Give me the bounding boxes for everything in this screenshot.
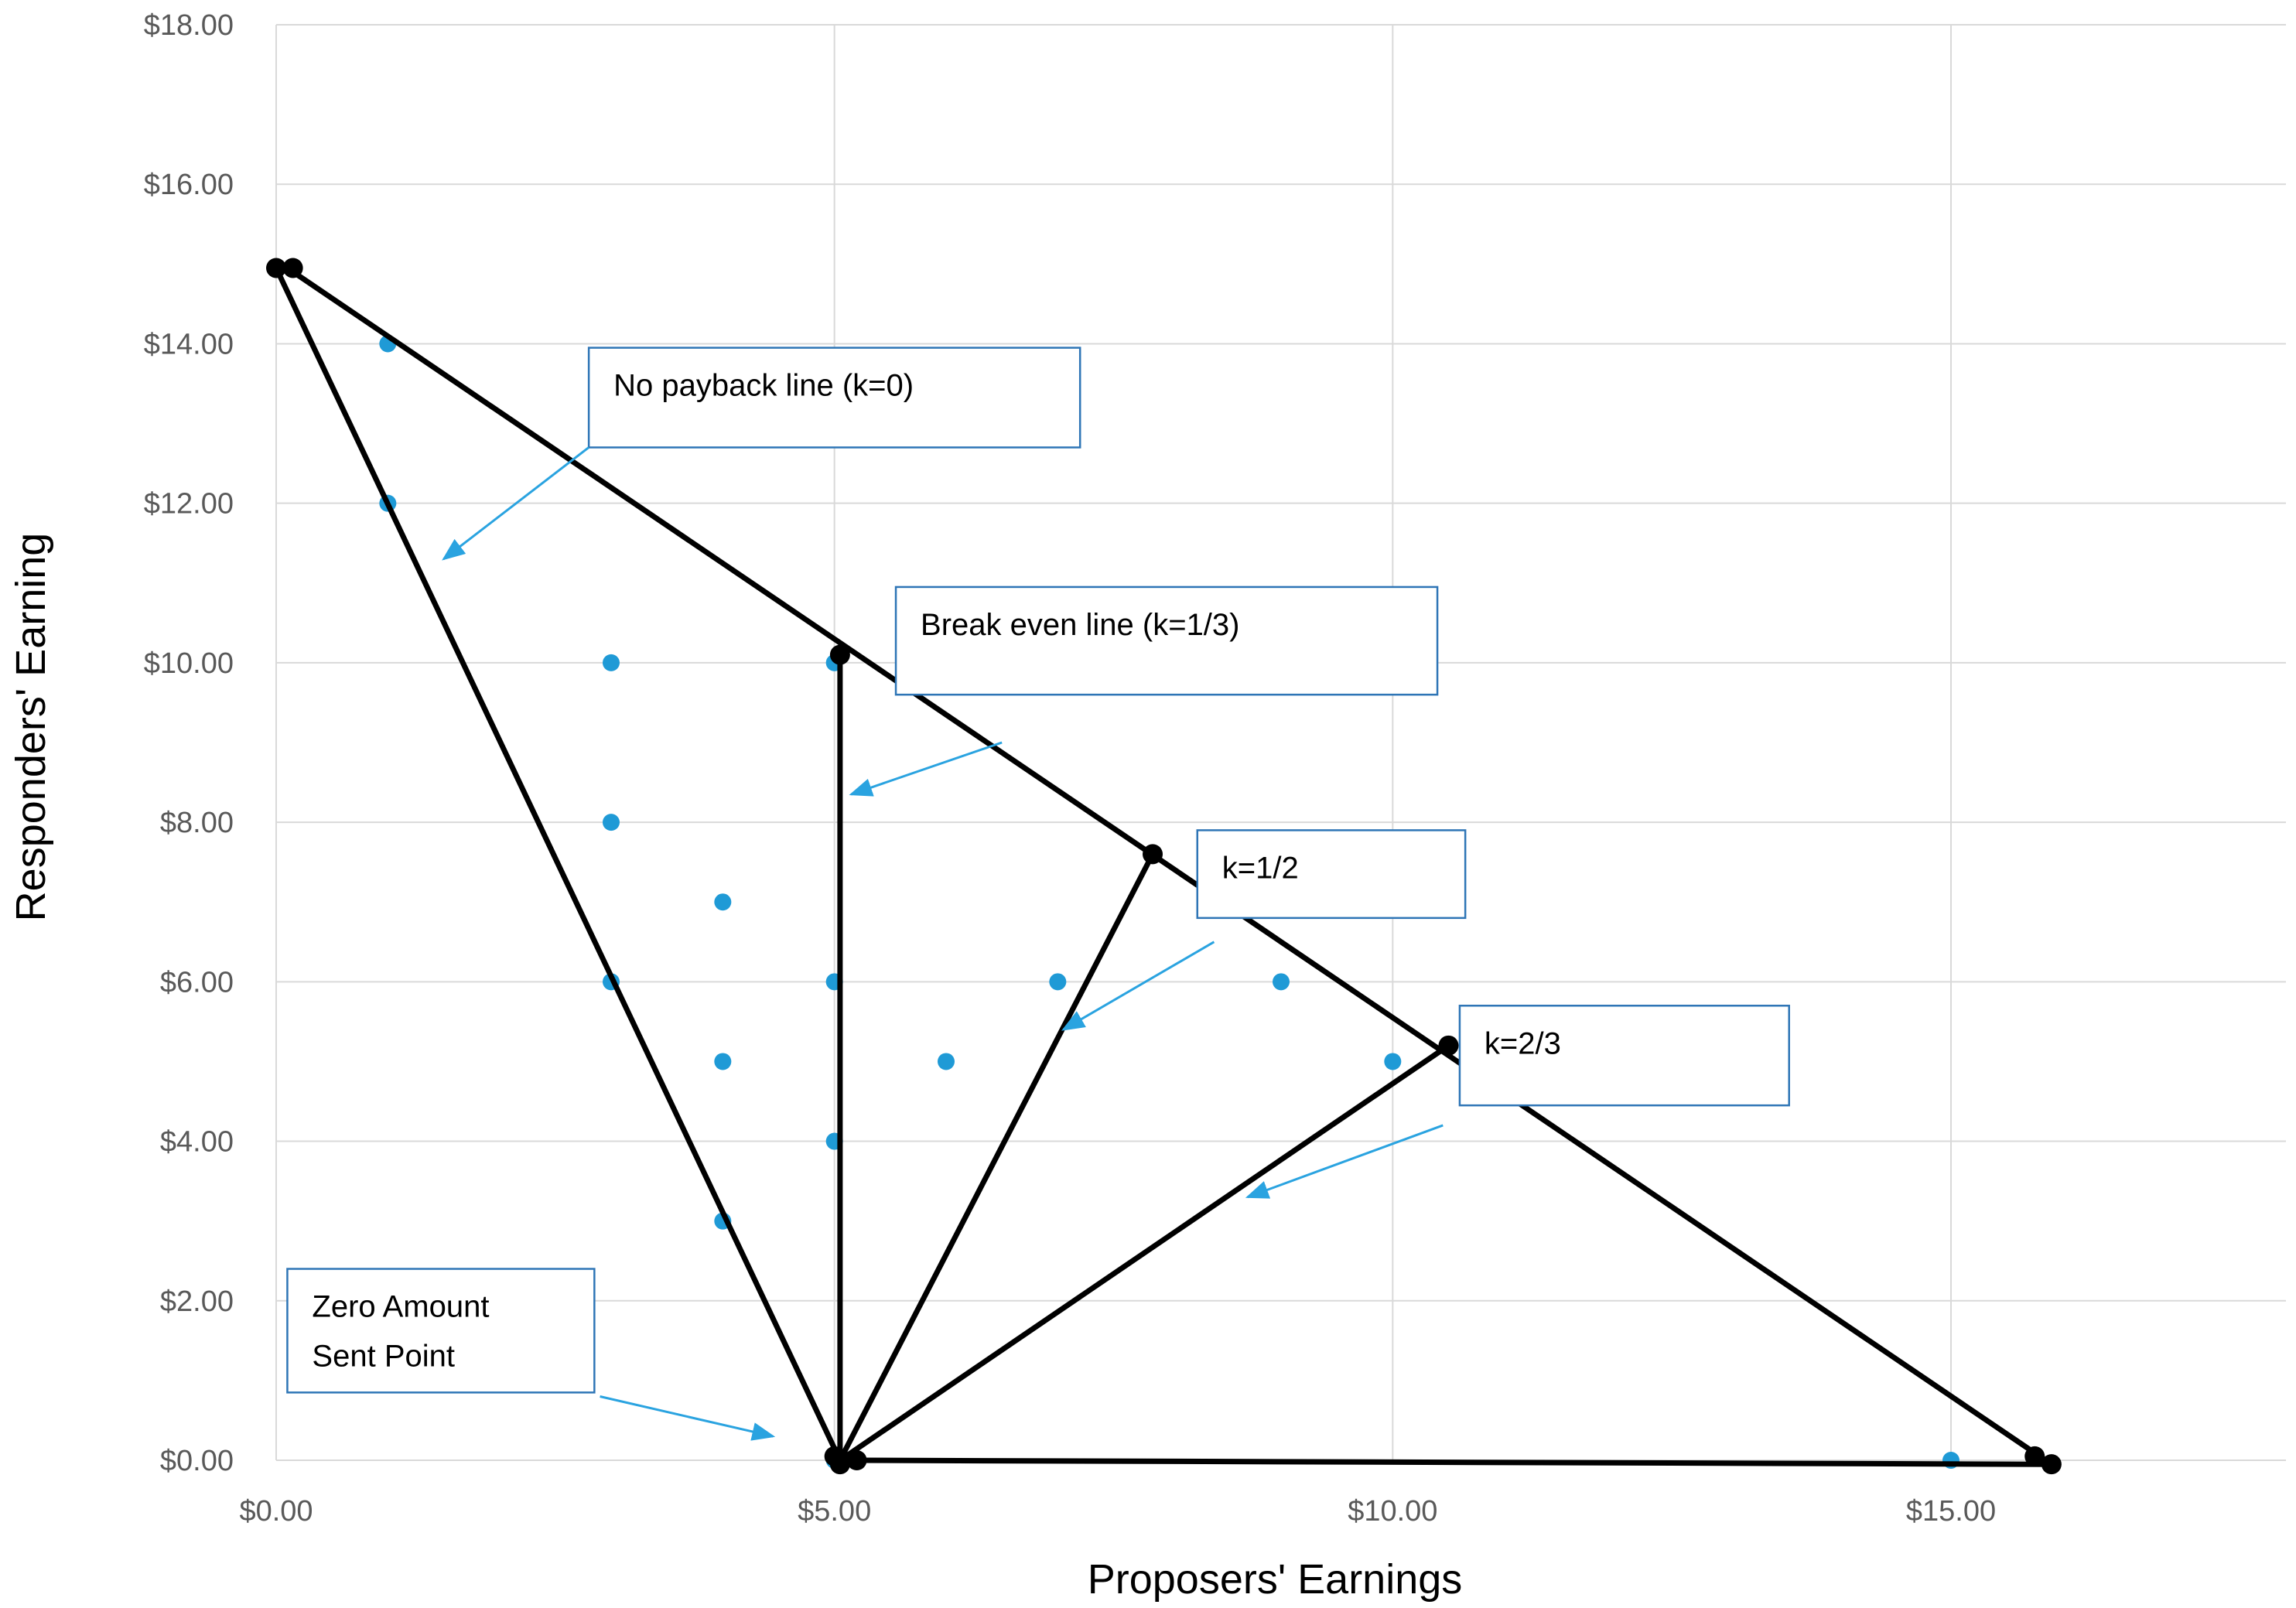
- annotation-3: k=2/3: [1245, 1005, 1790, 1199]
- series-line: [837, 851, 1156, 1463]
- x-tick-label: $15.00: [1906, 1495, 1996, 1528]
- line-marker: [266, 258, 286, 278]
- annotation-label: Break even line (k=1/3): [921, 608, 1239, 642]
- y-tick-label: $14.00: [144, 328, 234, 360]
- line-markers: [266, 258, 2062, 1475]
- scatter-point: [1049, 973, 1067, 991]
- y-tick-label: $12.00: [144, 488, 234, 521]
- annotations: No payback line (k=0) Break even line (k=…: [286, 347, 1790, 1441]
- line-series: [273, 265, 2055, 1467]
- y-tick-label: $18.00: [144, 9, 234, 42]
- y-axis-ticks: $0.00 $2.00 $4.00 $6.00 $8.00 $10.00 $12.00 $14…: [144, 9, 234, 1477]
- series-line: [284, 265, 2055, 1467]
- annotation-label: k=1/2: [1222, 851, 1299, 885]
- y-tick-label: $4.00: [160, 1126, 234, 1159]
- y-tick-label: $10.00: [144, 647, 234, 680]
- scatter-point: [714, 1053, 732, 1070]
- x-tick-label: $0.00: [239, 1495, 313, 1528]
- annotation-label: Zero Amount: [312, 1290, 489, 1324]
- annotation-box: [1458, 1005, 1790, 1107]
- annotation-2: k=1/2: [1061, 829, 1467, 1031]
- annotation-box: [894, 586, 1439, 696]
- scatter-point: [938, 1053, 955, 1070]
- annotation-arrow: [1245, 1124, 1444, 1199]
- scatter-point: [714, 893, 732, 911]
- grid: [275, 24, 2286, 1461]
- scatter-point: [1384, 1053, 1402, 1070]
- line-marker: [2041, 1454, 2062, 1475]
- x-axis-ticks: $0.00 $5.00 $10.00 $15.00: [239, 1495, 1996, 1528]
- scatter-point: [603, 814, 620, 831]
- y-tick-label: $0.00: [160, 1445, 234, 1477]
- annotation-arrow: [1061, 941, 1215, 1031]
- scatter-series: [379, 335, 1959, 1469]
- y-tick-label: $2.00: [160, 1285, 234, 1318]
- annotation-box: [587, 347, 1081, 449]
- line-marker: [829, 644, 850, 665]
- series-line: [273, 265, 843, 1463]
- y-tick-label: $16.00: [144, 169, 234, 201]
- annotation-label: k=2/3: [1485, 1026, 1561, 1060]
- annotation-arrow: [442, 446, 590, 561]
- series-line: [848, 1457, 2055, 1467]
- annotation-arrow: [849, 741, 1003, 797]
- annotation-label: No payback line (k=0): [613, 369, 914, 403]
- annotation-0: No payback line (k=0): [442, 347, 1081, 561]
- annotation-1: Break even line (k=1/3): [849, 586, 1439, 797]
- y-tick-label: $6.00: [160, 966, 234, 999]
- x-tick-label: $5.00: [798, 1495, 871, 1528]
- annotation-box: [286, 1268, 596, 1394]
- line-marker: [282, 258, 303, 278]
- x-tick-label: $10.00: [1348, 1495, 1437, 1528]
- annotation-box: [1196, 829, 1467, 920]
- annotation-arrow: [600, 1395, 776, 1441]
- y-axis-title: Responders' Earning: [8, 533, 54, 922]
- line-marker: [1438, 1035, 1459, 1056]
- x-axis-title: Proposers' Earnings: [1088, 1556, 1463, 1603]
- line-marker: [846, 1450, 867, 1470]
- line-marker: [1143, 844, 1163, 865]
- series-line: [837, 1043, 1451, 1463]
- line-marker: [2024, 1446, 2045, 1466]
- line-marker: [829, 1454, 850, 1475]
- scatter-point: [1273, 973, 1290, 991]
- y-tick-label: $8.00: [160, 807, 234, 839]
- annotation-label: Sent Point: [312, 1340, 455, 1374]
- scatter-point: [603, 654, 620, 671]
